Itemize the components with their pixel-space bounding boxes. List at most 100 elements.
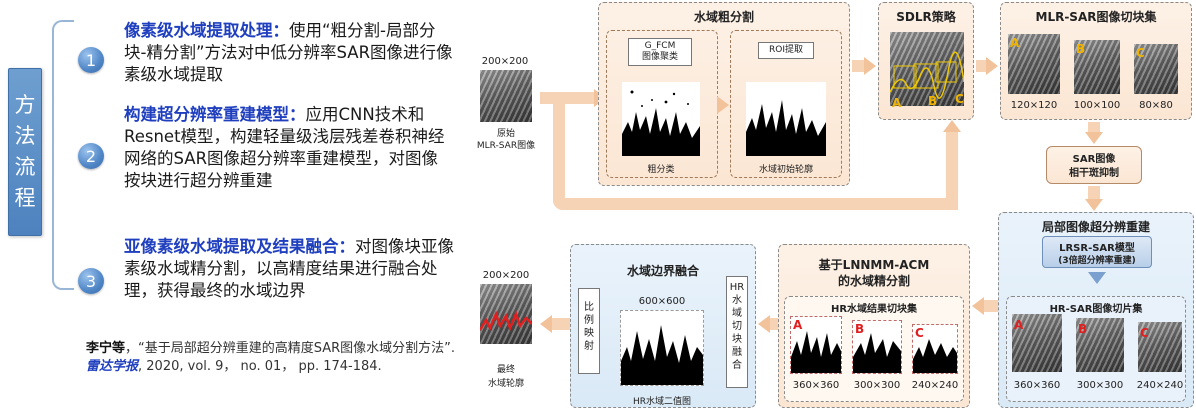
- mlr-size-a: 120×120: [1010, 100, 1058, 111]
- mlr-tiles-title: MLR-SAR图像切块集: [1035, 10, 1157, 24]
- output-caption-2: 水域轮廓: [487, 379, 524, 389]
- hr-water-letter-c: C: [915, 326, 924, 340]
- despeckle-line-1: SAR图像: [1072, 154, 1116, 165]
- initial-contour-caption: 水域初始轮廓: [758, 165, 813, 175]
- roi-subpanel: [730, 30, 842, 178]
- loop-up-arrow: [943, 120, 961, 132]
- method-tab-char: 流: [14, 155, 36, 179]
- step-number-3: 3: [78, 268, 104, 294]
- input-caption-2: MLR-SAR图像: [476, 141, 536, 151]
- fusion-tag-char: 切: [732, 321, 742, 332]
- input-size-label: 200×200: [481, 56, 529, 67]
- proportional-mapping-tag: 比 例 映 射: [578, 288, 600, 374]
- fusion-to-output-arrow: [540, 315, 552, 333]
- coarse-classification-image: [622, 82, 700, 156]
- hr-water-tile-a-svg: [791, 331, 841, 373]
- step-3-title: 亚像素级水域提取及结果融合：: [124, 237, 355, 256]
- mlr-tile-b: [1074, 40, 1120, 94]
- step-3-body: 对图像块亚像素级水域精分割，以高精度结果进行融合处理，获得最终的水域边界: [124, 237, 454, 300]
- loop-down-shaft: [553, 92, 565, 210]
- mlr-tile-a: [1008, 34, 1060, 94]
- input-caption-1: 原始: [496, 129, 515, 139]
- mlr-to-despeckle-shaft: [1088, 122, 1100, 134]
- step-2-text: 构建超分辨率重建模型：应用CNN技术和Resnet模型，构建轻量级浅层残差卷积神…: [124, 104, 454, 192]
- sdlr-overlay-svg: [890, 51, 964, 99]
- mlr-letter-b: B: [1076, 42, 1086, 56]
- fusion-tag-char: 合: [732, 360, 742, 371]
- citation-text: ，“基于局部超分辨重建的高精度SAR图像水域分割方法”.: [125, 341, 456, 356]
- mapping-char: 比: [584, 302, 594, 313]
- input-to-coarse-shaft: [540, 92, 596, 104]
- step-number-1: 1: [78, 47, 104, 73]
- method-tab-char: 法: [14, 124, 36, 148]
- fusion-tag-char: 块: [732, 334, 742, 345]
- hr-water-tile-c: [912, 324, 958, 374]
- hr-sar-size-b: 300×300: [1076, 380, 1124, 391]
- hr-water-tile-b: [852, 320, 902, 374]
- hr-sar-size-c: 240×240: [1136, 380, 1184, 391]
- step-1-text: 像素级水域提取处理：使用“粗分割-局部分块-精分割”方法对中低分辨率SAR图像进…: [124, 20, 454, 86]
- hr-tile-fusion-tag: HR 水 域 切 块 融 合: [726, 276, 748, 388]
- sdlr-to-mlr-shaft: [976, 60, 988, 72]
- output-size-label: 200×200: [482, 270, 530, 281]
- fusion-tag-char: 水: [732, 295, 742, 306]
- coarse-panel-title: 水域粗分割: [693, 10, 754, 24]
- method-tab-char: 程: [14, 186, 36, 210]
- sr-title: 局部图像超分辨重建: [1041, 220, 1150, 234]
- hr-sar-tiles-title: HR-SAR图像切片集: [1049, 304, 1143, 315]
- hr-sar-letter-a: A: [1014, 318, 1024, 332]
- fine-title-1: 基于LNNMM-ACM: [818, 258, 930, 272]
- mlr-letter-a: A: [1010, 36, 1020, 50]
- steps-bracket: [52, 20, 74, 290]
- fusion-tag-char: 域: [732, 308, 742, 319]
- step-3-text: 亚像素级水域提取及结果融合：对图像块亚像素级水域精分割，以高精度结果进行融合处理…: [124, 236, 454, 302]
- lrsr-down-arrow: [1088, 272, 1106, 284]
- fine-title-2: 的水域精分割: [837, 274, 910, 288]
- hr-water-letter-b: B: [855, 322, 865, 336]
- gfcm-tag: G_FCM 图像聚类: [628, 38, 692, 66]
- step-1-title: 像素级水域提取处理：: [124, 21, 289, 40]
- loop-up-shaft: [946, 130, 958, 210]
- loop-bottom-shaft: [553, 198, 958, 210]
- hr-sar-size-a: 360×360: [1013, 380, 1061, 391]
- hr-sar-letter-c: C: [1140, 326, 1149, 340]
- lrsr-model-box: [1042, 236, 1152, 268]
- initial-contour-svg: [746, 82, 826, 156]
- hr-water-tile-b-svg: [853, 333, 901, 373]
- mapping-char: 例: [584, 315, 594, 326]
- hr-water-tile-c-svg: [913, 339, 957, 373]
- roi-tag: ROI提取: [758, 42, 814, 59]
- step-2-title: 构建超分辨率重建模型：: [124, 105, 306, 124]
- citation-rest: , 2020, vol. 9， no. 01， pp. 174-184.: [138, 359, 382, 374]
- sdlr-image: [890, 32, 964, 106]
- citation: 李宁等，“基于局部超分辨重建的高精度SAR图像水域分割方法”. 雷达学报, 202…: [86, 340, 456, 376]
- fusion-title: 水域边界融合: [626, 264, 699, 278]
- output-contour-svg: [480, 310, 532, 332]
- citation-authors: 李宁等: [86, 341, 126, 356]
- hr-water-letter-a: A: [793, 318, 803, 332]
- mlr-size-b: 100×100: [1073, 100, 1121, 111]
- citation-journal: 雷达学报: [86, 359, 139, 374]
- sr-to-fine-arrow: [972, 297, 984, 315]
- method-flow-tab: 方 法 流 程: [8, 68, 42, 236]
- sr-to-fine-shaft: [984, 300, 998, 312]
- output-caption-1: 最终: [496, 365, 515, 375]
- fine-to-fusion-arrow: [758, 315, 770, 333]
- fine-to-fusion-shaft: [768, 318, 778, 330]
- input-sar-image: [480, 70, 532, 122]
- sdlr-letter-a: A: [892, 96, 902, 110]
- fusion-to-output-shaft: [550, 318, 570, 330]
- step-number-2: 2: [78, 143, 104, 169]
- hr-water-tiles-title: HR水域结果切块集: [830, 304, 918, 315]
- step-2-body: 应用CNN技术和Resnet模型，构建轻量级浅层残差卷积神经网络的SAR图像超分…: [124, 105, 445, 190]
- initial-contour-image: [746, 82, 826, 156]
- despeckle-line-2: 相干斑抑制: [1069, 168, 1119, 179]
- despeckle-to-sr-arrow: [1085, 199, 1103, 211]
- hr-water-tile-a: [790, 316, 842, 374]
- coarse-classification-svg: [622, 82, 700, 156]
- hr-sar-tile-b: [1076, 318, 1124, 372]
- gfcm-to-roi-arrow: [717, 96, 729, 114]
- hr-sar-letter-b: B: [1078, 322, 1088, 336]
- hr-sar-tile-c: [1138, 322, 1182, 372]
- gfcm-tag-line-2: 图像聚类: [641, 52, 678, 62]
